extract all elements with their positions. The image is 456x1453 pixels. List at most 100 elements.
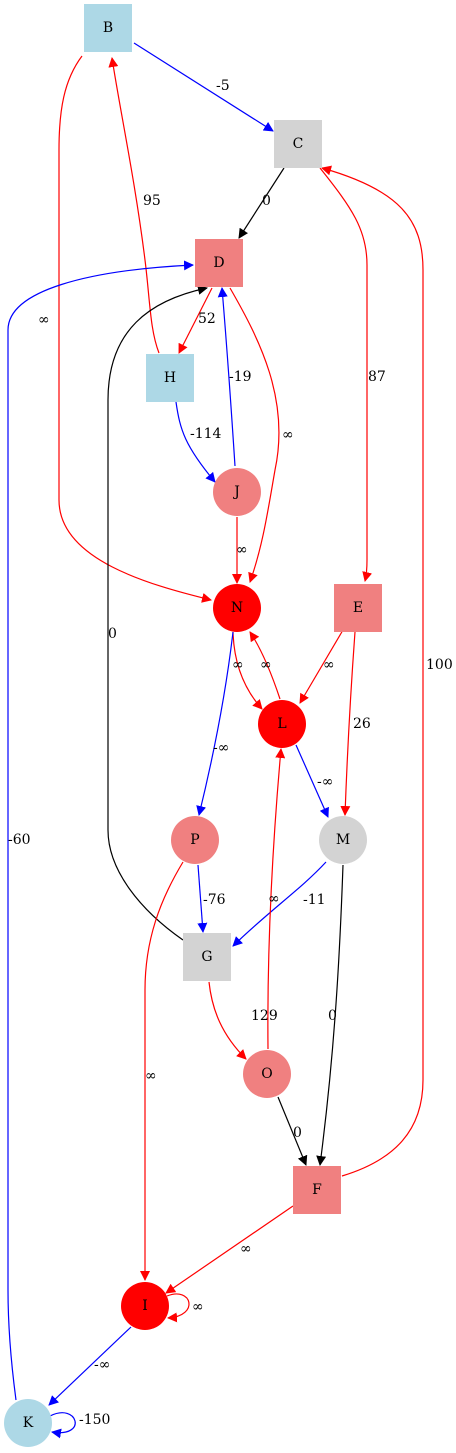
node-label: P: [190, 832, 199, 848]
edge-line: [229, 287, 280, 583]
edge-j-n: ∞: [232, 517, 248, 584]
edge-label: ∞: [260, 657, 272, 673]
edge-label: -11: [303, 892, 326, 908]
edge-line: [232, 861, 327, 947]
node-label: C: [293, 136, 304, 152]
edge-label: ∞: [268, 891, 280, 907]
edge-line: [197, 864, 208, 933]
edge-label: 100: [426, 657, 453, 673]
node-circle-shape: [258, 700, 306, 748]
node-box-shape: [274, 120, 322, 168]
edge-p-g: -76: [197, 864, 226, 933]
edge-c-d: 0: [238, 167, 285, 239]
edge-line: [7, 260, 194, 1401]
edge-label: -19: [229, 369, 252, 385]
edge-line: [277, 1096, 308, 1166]
edge-line: [140, 861, 184, 1281]
node-circle-shape: [319, 816, 367, 864]
node-k: K: [4, 1399, 52, 1447]
node-o: O: [243, 1050, 291, 1098]
node-label: D: [213, 255, 224, 271]
node-label: F: [312, 1182, 322, 1198]
edge-line: [165, 1205, 294, 1294]
node-c: C: [274, 120, 322, 168]
edge-line: [107, 284, 208, 941]
edge-b-c: -5: [133, 42, 274, 132]
edge-line: [267, 748, 286, 1050]
node-e: E: [334, 584, 382, 632]
edge-j-d: -19: [217, 287, 252, 467]
node-box-shape: [183, 933, 231, 981]
edge-f-c: 100: [321, 165, 453, 1177]
edge-line: [178, 287, 213, 354]
edge-e-m: 26: [340, 631, 371, 816]
edge-c-e: 87: [319, 167, 386, 582]
node-label: M: [336, 832, 350, 848]
edge-label: ∞: [145, 1068, 157, 1084]
node-m: M: [319, 816, 367, 864]
edge-label: -114: [190, 426, 222, 442]
edge-label: ∞: [232, 657, 244, 673]
edge-h-b: 95: [108, 57, 161, 354]
edge-line: [238, 167, 285, 239]
edge-o-l: ∞: [267, 748, 286, 1050]
node-i: I: [121, 1282, 169, 1330]
edge-p-i: ∞: [140, 861, 184, 1281]
node-circle-shape: [121, 1282, 169, 1330]
edge-label: -5: [216, 78, 230, 94]
edge-line: [196, 631, 234, 816]
node-box-shape: [146, 354, 194, 402]
edge-line: [316, 864, 344, 1166]
node-circle-shape: [243, 1050, 291, 1098]
edge-line: [319, 167, 373, 582]
edge-label: -150: [79, 1412, 110, 1428]
node-label: E: [353, 600, 363, 616]
node-d: D: [195, 239, 243, 287]
edge-f-i: ∞: [165, 1205, 294, 1294]
edge-label: ∞: [323, 657, 335, 673]
edge-line: [48, 1326, 132, 1406]
node-g: G: [183, 933, 231, 981]
edge-label: 87: [368, 369, 386, 385]
edge-label: -76: [203, 892, 226, 908]
edge-o-f: 0: [277, 1096, 308, 1166]
edge-k-k: -150: [49, 1412, 110, 1439]
edge-line: [299, 629, 344, 704]
edge-n-p: -∞: [196, 631, 234, 816]
edge-line: [133, 42, 274, 132]
node-label: K: [23, 1415, 34, 1431]
edge-label: 0: [262, 193, 271, 209]
edge-line: [166, 1293, 190, 1323]
edge-label: -60: [8, 832, 31, 848]
edge-label: 0: [328, 1008, 337, 1024]
node-j: J: [213, 468, 261, 516]
edge-label: 95: [143, 193, 161, 209]
node-circle-shape: [171, 816, 219, 864]
edge-i-k: -∞: [48, 1326, 132, 1406]
node-circle-shape: [213, 468, 261, 516]
edge-k-d: -60: [7, 260, 194, 1401]
node-label: O: [261, 1066, 272, 1082]
edge-line: [295, 744, 329, 818]
edge-label: ∞: [236, 542, 248, 558]
node-l: L: [258, 700, 306, 748]
edge-line: [208, 981, 247, 1060]
edge-label: 52: [198, 311, 216, 327]
edge-m-g: -11: [232, 861, 327, 947]
edge-g-d: 0: [107, 284, 208, 941]
node-n: N: [213, 584, 261, 632]
edge-label: -∞: [317, 774, 333, 790]
edge-i-i: ∞: [166, 1293, 204, 1323]
edge-l-n: ∞: [249, 631, 281, 700]
node-label: G: [201, 949, 212, 965]
edge-label: ∞: [38, 312, 50, 328]
edge-label: 0: [108, 626, 117, 642]
edge-line: [49, 1412, 76, 1439]
node-box-shape: [84, 4, 132, 52]
node-label: I: [142, 1298, 148, 1314]
edge-label: -∞: [94, 1357, 110, 1373]
edge-line: [108, 57, 160, 354]
edge-b-n: ∞: [38, 55, 212, 603]
